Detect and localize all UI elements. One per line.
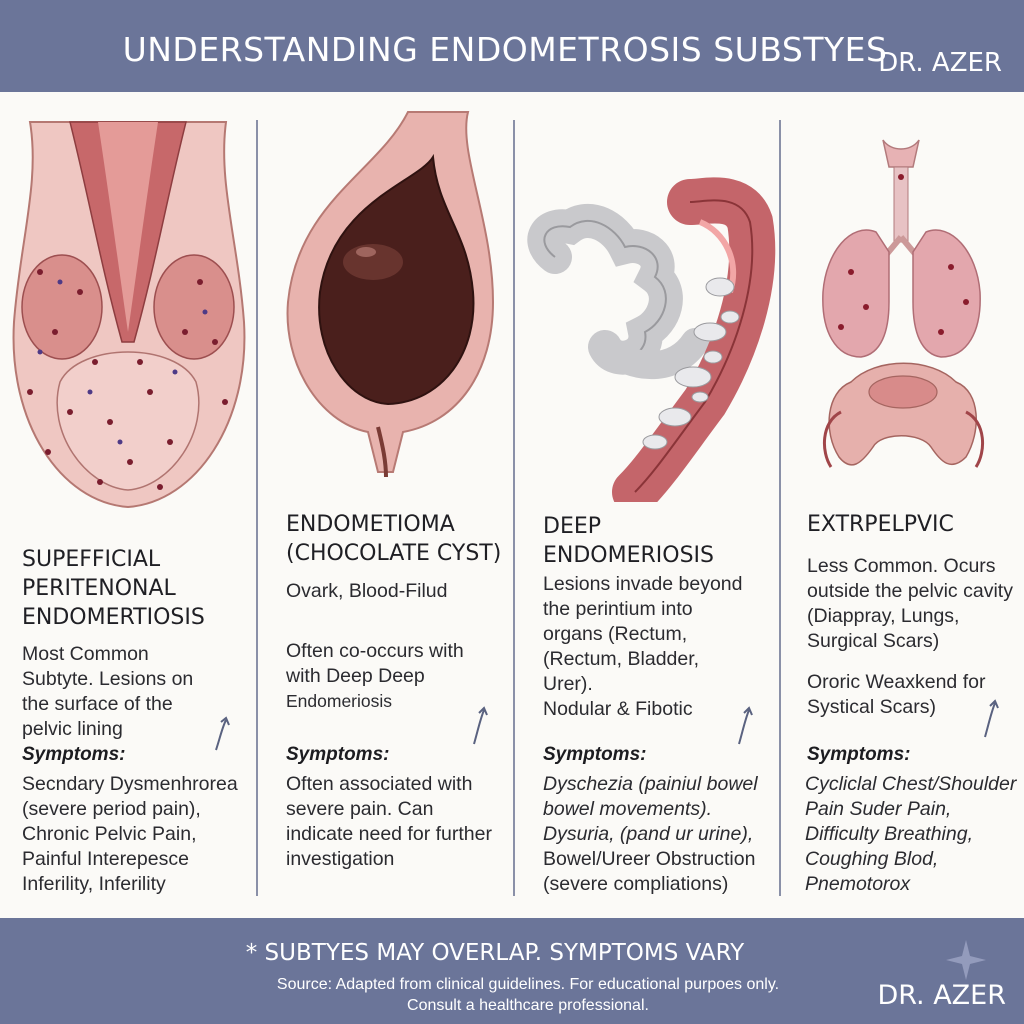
description-line: (Rectum, Bladder, — [543, 648, 700, 670]
source-line: Consult a healthcare professional. — [407, 997, 649, 1014]
header-brand: DR. AZER — [878, 48, 1002, 78]
symptom-line: Often associated with — [286, 773, 473, 795]
note-line: Ororic Weaxkend for — [807, 671, 986, 693]
curved-arrow-icon — [473, 706, 488, 745]
symptom-line: (severe compliations) — [543, 873, 729, 895]
note-line: Endomeriosis — [286, 691, 393, 711]
source-line: Source: Adapted from clinical guidelines… — [276, 976, 780, 993]
column-divider — [256, 120, 258, 896]
description-line: Most Common — [22, 643, 149, 665]
subtype-heading: DEEP ENDOMERIOSIS — [543, 512, 778, 570]
page-title: UNDERSTANDING ENDOMETROSIS SUBSTYES — [122, 30, 888, 69]
description-line: pelvic lining — [22, 718, 123, 740]
symptom-line: severe pain. Can — [286, 798, 434, 820]
curved-arrow-icon — [738, 706, 753, 745]
panel-extrapelvic: EXTRPELPVIC Less Common. Ocurs outside t… — [781, 92, 1024, 918]
sparkle-icon — [946, 940, 986, 980]
symptom-line: Painful Interepesce — [22, 848, 189, 870]
panel-superficial: SUPEFFICIAL PERITENONAL ENDOMERTIOSIS Mo… — [0, 92, 256, 918]
subtype-description: Less Common. Ocurs outside the pelvic ca… — [807, 554, 1024, 654]
heading-line: SUPEFFICIAL — [22, 547, 161, 572]
description-line: organs (Rectum, — [543, 623, 688, 645]
subtype-heading: SUPEFFICIAL PERITENONAL ENDOMERTIOSIS — [22, 545, 252, 632]
overlap-note: * SUBTYES MAY OVERLAP. SYMPTOMS VARY — [245, 940, 745, 966]
symptom-line: Pnemotorox — [805, 873, 911, 895]
symptom-line: Dysuria, (pand ur urine), — [543, 823, 754, 845]
bowel-illustration — [527, 177, 776, 502]
subtype-note: Ororic Weaxkend for Systical Scars) — [807, 670, 1024, 720]
subtype-heading: ENDOMETIOMA (CHOCOLATE CYST) — [286, 510, 511, 568]
symptom-line: Cycliclal Chest/Shoulder — [805, 773, 1017, 795]
subtype-heading: EXTRPELPVIC — [807, 510, 1022, 539]
symptom-line: Secndary Dysmenhrorea — [22, 773, 238, 795]
symptom-line: Inferility, Inferility — [22, 873, 166, 895]
description-line: Surgical Scars) — [807, 630, 940, 652]
symptoms-label: Symptoms: — [286, 744, 390, 765]
heading-line: EXTRPELPVIC — [807, 512, 954, 537]
lungs-diaphragm-illustration — [822, 139, 985, 468]
heading-line: ENDOMERTIOSIS — [22, 605, 205, 630]
header-banner: UNDERSTANDING ENDOMETROSIS SUBSTYES DR. … — [0, 0, 1024, 92]
note-line: Systical Scars) — [807, 696, 936, 718]
note-line: Often co-occurs with — [286, 640, 464, 662]
heading-line: ENDOMETIOMA — [286, 512, 455, 537]
description-line: Ovark, Blood-Filud — [286, 580, 448, 602]
description-line: outside the pelvic cavity — [807, 580, 1013, 602]
heading-line: (CHOCOLATE CYST) — [286, 541, 502, 566]
curved-arrow-icon — [984, 699, 999, 738]
symptom-line: investigation — [286, 848, 395, 870]
symptom-line: Pain Suder Pain, — [805, 798, 952, 820]
description-line: Nodular & Fibotic — [543, 698, 693, 720]
description-line: Less Common. Ocurs — [807, 555, 996, 577]
subtype-note: Often co-occurs with with Deep Deep Endo… — [286, 639, 511, 714]
symptom-line: Coughing Blod, — [805, 848, 939, 870]
footer-brand: DR. AZER — [877, 980, 1006, 1011]
chocolate-cyst-illustration — [258, 111, 513, 492]
symptoms-list: Cycliclal Chest/Shoulder Pain Suder Pain… — [805, 772, 1024, 897]
column-divider — [513, 120, 515, 896]
description-line: Subtyte. Lesions on — [22, 668, 194, 690]
heading-line: PERITENONAL — [22, 576, 176, 601]
footer-banner: * SUBTYES MAY OVERLAP. SYMPTOMS VARY Sou… — [0, 918, 1024, 1024]
symptom-line: (severe period pain), — [22, 798, 201, 820]
subtype-description: Ovark, Blood-Filud — [286, 579, 511, 604]
symptom-line: Bowel/Ureer Obstruction — [543, 848, 756, 870]
symptoms-list: Dyschezia (painiul bowel bowel movements… — [543, 772, 779, 897]
symptom-line: Difficulty Breathing, — [805, 823, 973, 845]
heading-line: DEEP — [543, 514, 602, 539]
description-line: Urer). — [543, 673, 593, 695]
curved-arrow-icon — [215, 716, 230, 751]
description-line: (Diappray, Lungs, — [807, 605, 960, 627]
panel-deep: DEEP ENDOMERIOSIS Lesions invade beyond … — [515, 92, 779, 918]
symptoms-list: Often associated with severe pain. Can i… — [286, 772, 513, 872]
description-line: the surface of the — [22, 693, 173, 715]
symptom-line: indicate need for further — [286, 823, 492, 845]
column-divider — [779, 120, 781, 896]
symptoms-label: Symptoms: — [807, 744, 911, 765]
description-line: Lesions invade beyond — [543, 573, 743, 595]
symptoms-label: Symptoms: — [543, 744, 647, 765]
panel-endometrioma: ENDOMETIOMA (CHOCOLATE CYST) Ovark, Bloo… — [258, 92, 513, 918]
description-line: the perintium into — [543, 598, 693, 620]
source-citation: Source: Adapted from clinical guidelines… — [0, 974, 1024, 1016]
symptom-line: Dyschezia (painiul bowel — [543, 773, 758, 795]
symptom-line: bowel movements). — [543, 798, 713, 820]
heading-line: ENDOMERIOSIS — [543, 543, 715, 568]
note-line: with Deep Deep — [286, 665, 425, 687]
symptom-line: Chronic Pelvic Pain, — [22, 823, 197, 845]
pelvic-peritoneum-illustration — [12, 121, 246, 509]
symptoms-label: Symptoms: — [22, 744, 126, 765]
subtype-description: Lesions invade beyond the perintium into… — [543, 572, 779, 722]
symptoms-list: Secndary Dysmenhrorea (severe period pai… — [22, 772, 256, 897]
subtype-description: Most Common Subtyte. Lesions on the surf… — [22, 642, 252, 742]
